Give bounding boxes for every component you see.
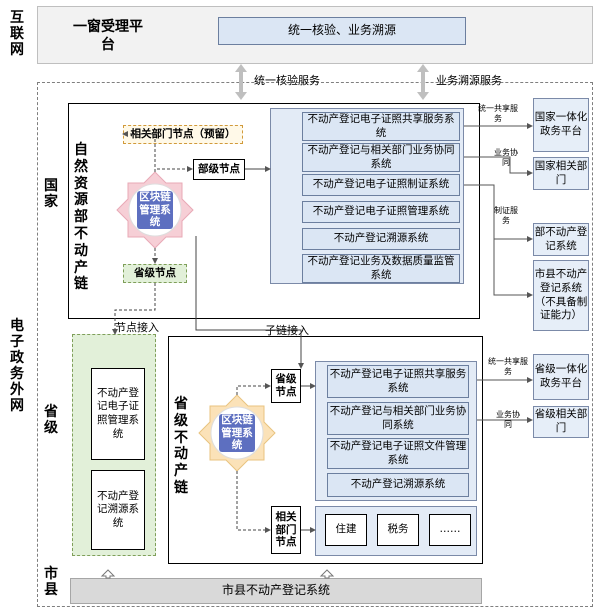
verify-trace-box[interactable]: 统一核验、业务溯源 [218, 17, 466, 45]
national-system-4[interactable]: 不动产登记溯源系统 [302, 228, 460, 250]
national-blockchain-system[interactable]: 区块链管理系统 [137, 191, 173, 229]
national-related-departments[interactable]: 国家相关部门 [533, 157, 589, 190]
national-system-5[interactable]: 不动产登记业务及数据质量监管系统 [302, 254, 460, 283]
one-window-platform-title: 一窗受理平台 [73, 19, 143, 54]
provincial-system-1[interactable]: 不动产登记与相关部门业务协同系统 [327, 402, 469, 435]
city-county-registration-system[interactable]: 市县不动产登记系统 [70, 578, 482, 604]
provincial-system-3[interactable]: 不动产登记溯源系统 [327, 473, 469, 497]
provincial-related-node[interactable]: 相关部门节点 [271, 506, 301, 554]
ministry-registration-system[interactable]: 部不动产登记系统 [533, 223, 589, 256]
department-tax[interactable]: 税务 [377, 514, 419, 546]
egov-external-zone [37, 82, 593, 607]
national-system-2[interactable]: 不动产登记电子证照制证系统 [302, 174, 460, 196]
provincial-service-label-collab: 业务协同 [496, 410, 520, 429]
provincial-egov-platform[interactable]: 省级一体化政务平台 [533, 354, 589, 400]
national-system-1[interactable]: 不动产登记与相关部门业务协同系统 [302, 143, 460, 172]
arrow-right-label: 业务溯源服务 [436, 74, 502, 87]
provincial-service-label-shared: 统一共享服务 [488, 357, 528, 376]
internet-label: 互联网 [10, 10, 24, 59]
node-access-label: 节点接入 [115, 321, 159, 334]
provincial-node[interactable]: 省级节点 [271, 369, 301, 403]
national-provincial-node[interactable]: 省级节点 [123, 264, 187, 283]
national-service-label-cert: 制证服务 [494, 206, 518, 225]
provincial-system-0[interactable]: 不动产登记电子证照共享服务系统 [327, 365, 469, 398]
provincial-blockchain-system[interactable]: 区块链管理系统 [219, 414, 255, 452]
provincial-left-system-0[interactable]: 不动产登记电子证照管理系统 [91, 368, 145, 460]
ministry-node[interactable]: 部级节点 [193, 159, 245, 180]
arrow-left-label: 统一核验服务 [254, 74, 320, 87]
provincial-left-system-1[interactable]: 不动产登记溯源系统 [91, 470, 145, 550]
national-service-label-collab: 业务协同 [494, 148, 518, 167]
national-chain-title: 自然资源部不动产链 [74, 142, 88, 293]
provincial-chain-title: 省级不动产链 [174, 396, 188, 496]
national-egov-platform[interactable]: 国家一体化政务平台 [533, 98, 589, 152]
department-housing[interactable]: 住建 [325, 514, 367, 546]
provincial-system-2[interactable]: 不动产登记电子证照文件管理系统 [327, 438, 469, 469]
level-provincial: 省级 [44, 404, 58, 437]
level-national: 国家 [44, 178, 58, 211]
level-city-county: 市县 [44, 566, 58, 599]
department-more[interactable]: …… [429, 514, 471, 546]
national-service-label-shared: 统一共享服务 [478, 104, 518, 123]
national-system-0[interactable]: 不动产登记电子证照共享服务系统 [302, 112, 460, 141]
related-node-reserved[interactable]: 相关部门节点（预留） [123, 125, 243, 144]
provincial-related-departments[interactable]: 省级相关部门 [533, 406, 589, 438]
egov-external-label: 电子政务外网 [10, 318, 24, 415]
national-system-3[interactable]: 不动产登记电子证照管理系统 [302, 201, 460, 223]
city-system-no-cert[interactable]: 市县不动产登记系统（不具备制证能力） [533, 260, 589, 331]
